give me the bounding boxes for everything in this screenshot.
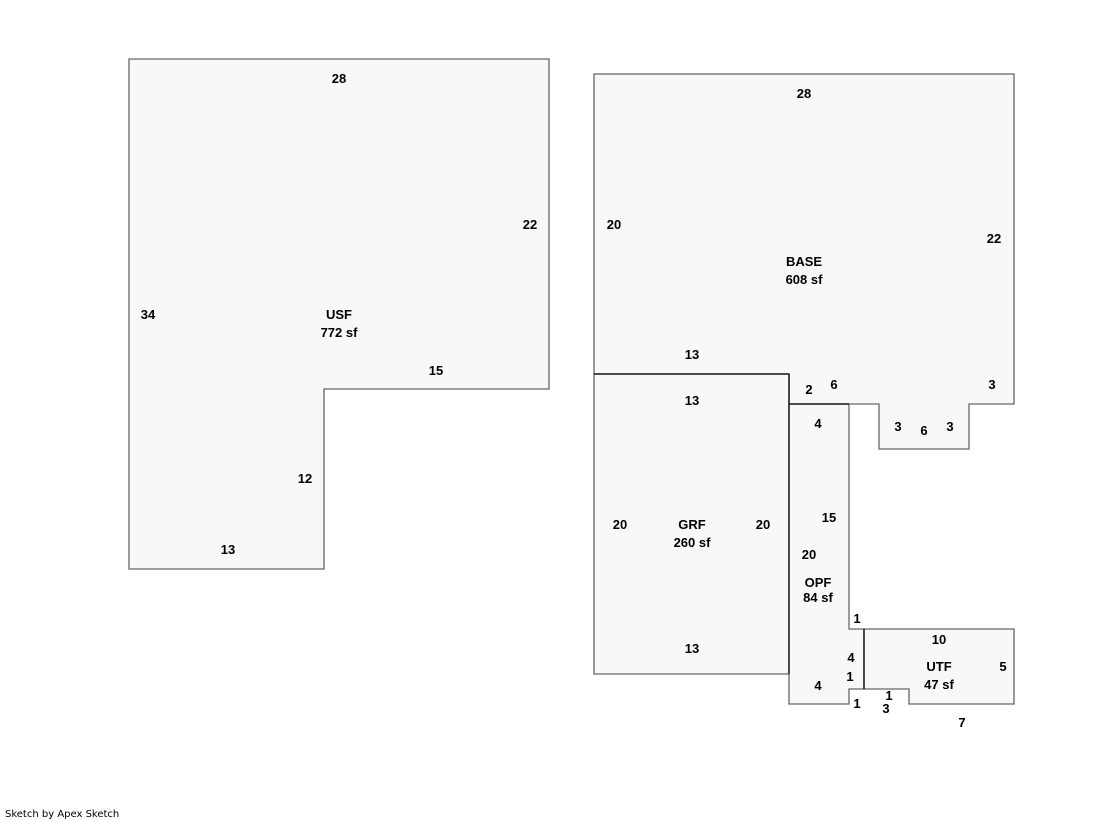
area-name: USF — [326, 307, 352, 322]
dim-label: 6 — [830, 377, 837, 392]
dim-label: 15 — [822, 510, 836, 525]
usf-area: 28 22 34 15 12 13 USF 772 sf — [128, 58, 550, 570]
area-size: 84 sf — [803, 590, 833, 605]
dim-label: 20 — [613, 517, 627, 532]
dim-label: 6 — [920, 423, 927, 438]
dim-label: 4 — [814, 678, 822, 693]
dim-label: 1 — [853, 696, 860, 711]
dim-label: 12 — [298, 471, 312, 486]
dim-label: 7 — [958, 715, 965, 730]
dim-label: 13 — [685, 641, 699, 656]
dim-label: 34 — [141, 307, 156, 322]
dim-label: 13 — [221, 542, 235, 557]
dim-label: 1 — [885, 688, 892, 703]
dim-label: 10 — [932, 632, 946, 647]
area-size: 608 sf — [786, 272, 824, 287]
dim-label: 1 — [846, 669, 853, 684]
dim-label: 3 — [882, 701, 889, 716]
dim-label: 15 — [429, 363, 443, 378]
area-size: 772 sf — [321, 325, 359, 340]
dim-label: 28 — [797, 86, 811, 101]
dim-label: 4 — [847, 650, 855, 665]
base-area: 28 20 22 13 2 6 3 3 6 3 BASE 608 sf — [593, 73, 1015, 450]
dim-label: 2 — [805, 382, 812, 397]
dim-label: 28 — [332, 71, 346, 86]
area-size: 260 sf — [674, 535, 712, 550]
area-name: OPF — [805, 575, 832, 590]
dim-label: 20 — [756, 517, 770, 532]
area-name: UTF — [926, 659, 951, 674]
dim-label: 3 — [946, 419, 953, 434]
area-name: GRF — [678, 517, 706, 532]
grf-area: 13 20 20 13 GRF 260 sf — [593, 373, 790, 675]
dim-label: 3 — [988, 377, 995, 392]
dim-label: 22 — [987, 231, 1001, 246]
dim-label: 3 — [894, 419, 901, 434]
dim-label: 4 — [814, 416, 822, 431]
opf-area: 4 15 20 1 4 1 4 1 OPF 84 sf — [788, 374, 865, 711]
area-size: 47 sf — [924, 677, 954, 692]
dim-label: 13 — [685, 347, 699, 362]
dim-label: 5 — [999, 659, 1006, 674]
dim-label: 13 — [685, 393, 699, 408]
dim-label: 20 — [802, 547, 816, 562]
footer-credit: Sketch by Apex Sketch — [5, 809, 120, 820]
dim-label: 1 — [853, 611, 860, 626]
dim-label: 20 — [607, 217, 621, 232]
area-name: BASE — [786, 254, 822, 269]
dim-label: 22 — [523, 217, 537, 232]
utf-area: 10 5 1 3 7 UTF 47 sf — [863, 628, 1015, 730]
